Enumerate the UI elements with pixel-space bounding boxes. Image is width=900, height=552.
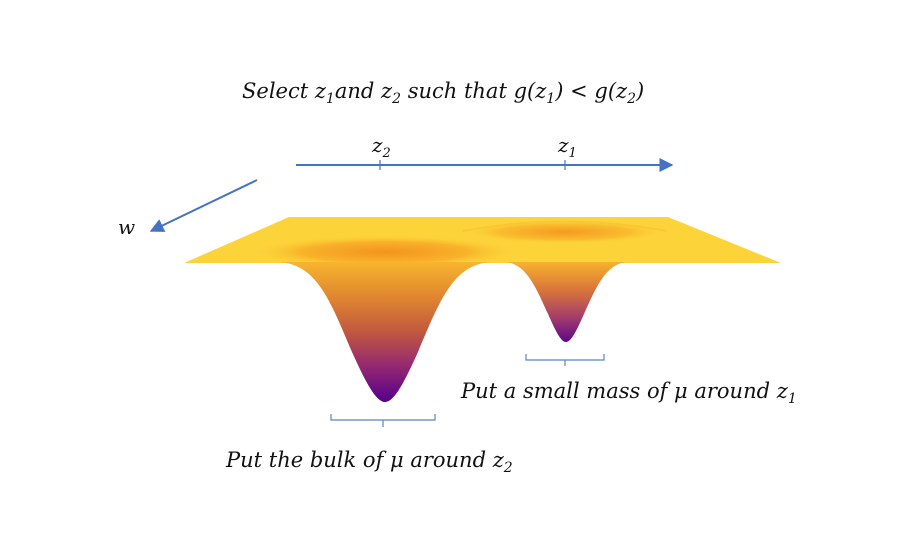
small-well-rim-edge xyxy=(462,220,668,232)
small-well-rim xyxy=(463,220,667,244)
big-well-rim xyxy=(247,235,523,269)
small-mass-annotation: Put a small mass of μ around z1 xyxy=(460,379,797,407)
title: Select z1and z2 such that g(z1) < g(z2) xyxy=(242,79,644,107)
w-label: w xyxy=(118,215,135,239)
z1-label: z1 xyxy=(557,133,577,161)
bulk-bracket xyxy=(330,414,436,427)
big-well xyxy=(276,262,494,402)
small-mass-bracket xyxy=(525,354,605,366)
w-axis-arrow xyxy=(149,179,258,232)
bulk-annotation: Put the bulk of μ around z2 xyxy=(225,448,513,476)
small-well xyxy=(503,262,629,342)
z2-label: z2 xyxy=(371,133,391,161)
